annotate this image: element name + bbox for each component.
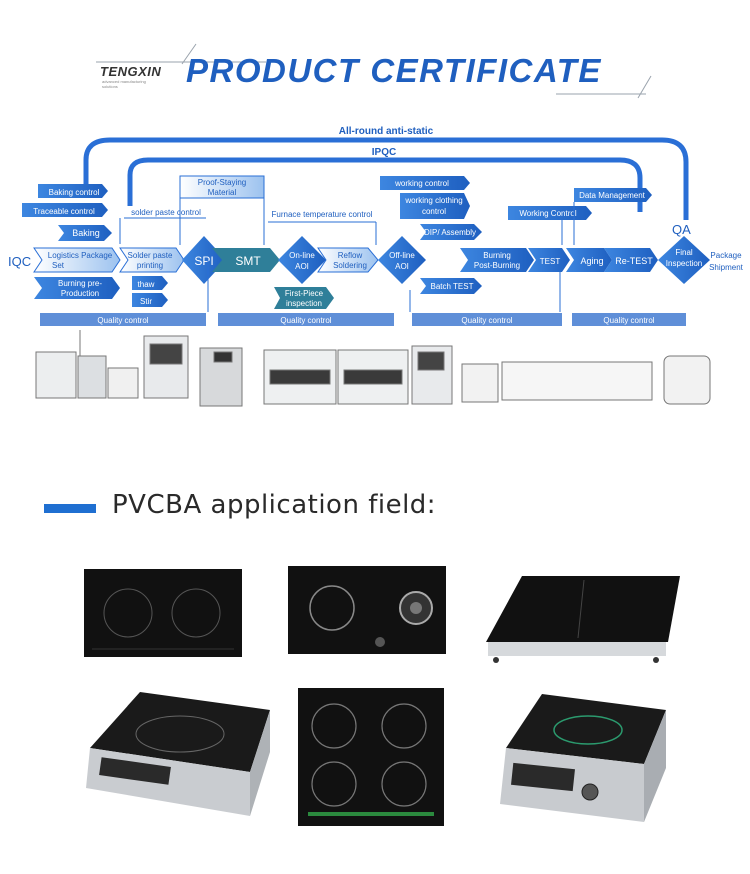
label-baking: Baking	[72, 228, 100, 238]
product-image-4	[86, 692, 270, 816]
ipqc-arc	[127, 157, 643, 212]
label-qc-1: Quality control	[97, 316, 148, 325]
label-iqc: IQC	[8, 254, 31, 269]
section-marker	[44, 504, 96, 513]
label-proof-2: Material	[208, 188, 237, 197]
label-test: TEST	[540, 257, 561, 266]
label-proof-1: Proof-Staying	[198, 178, 246, 187]
label-reflow-1: Reflow	[338, 251, 363, 260]
label-final-2: Inspection	[666, 259, 702, 268]
label-package-1: Package	[710, 251, 742, 260]
label-working-clothing-2: control	[422, 207, 446, 216]
label-working-control: working control	[394, 179, 449, 188]
label-burning-post-2: Post-Burning	[474, 261, 520, 270]
label-logistics-2: Set	[52, 261, 65, 270]
label-baking-control: Baking control	[49, 188, 100, 197]
label-offline-aoi-2: AOI	[395, 262, 409, 271]
all-round-arc	[83, 137, 689, 220]
brand-tagline: advanced manufacturing solutions	[102, 79, 146, 89]
label-first-piece-1: First-Piece	[285, 289, 324, 298]
process-flow-diagram: All-round anti-static IPQC IQC QA Baking…	[8, 126, 744, 407]
label-thaw: thaw	[138, 280, 155, 289]
page-title: PRODUCT CERTIFICATE	[186, 52, 602, 89]
label-online-aoi-2: AOI	[295, 262, 309, 271]
label-package-2: Shipment	[709, 263, 744, 272]
product-image-6	[500, 694, 666, 822]
label-online-aoi-1: On-line	[289, 251, 315, 260]
label-working-clothing-1: working clothing	[404, 196, 462, 205]
header-decoration	[96, 43, 652, 99]
label-aging: Aging	[580, 256, 603, 266]
label-retest: Re-TEST	[615, 256, 653, 266]
label-final-1: Final	[675, 248, 693, 257]
label-stir: Stir	[140, 297, 152, 306]
label-traceable-control: Traceable control	[33, 207, 95, 216]
label-batch-test: Batch TEST	[431, 282, 474, 291]
product-image-5	[298, 688, 444, 826]
smt-machine-line	[35, 330, 711, 407]
label-burning-pre-1: Burning pre-	[58, 279, 102, 288]
label-qa: QA	[672, 222, 691, 237]
label-burning-post-1: Burning	[483, 251, 511, 260]
label-first-piece-2: inspection	[286, 299, 322, 308]
label-solder-paste-2: printing	[137, 261, 163, 270]
label-spi: SPI	[194, 254, 213, 268]
label-smt: SMT	[235, 254, 261, 268]
label-data-management: Data Management	[579, 191, 646, 200]
label-furnace-control: Furnace temperature control	[272, 210, 373, 219]
label-logistics-1: Logistics Package	[48, 251, 113, 260]
label-reflow-2: Soldering	[333, 261, 367, 270]
label-offline-aoi-1: Off-line	[389, 251, 415, 260]
section-title: PVCBA application field:	[112, 490, 437, 520]
label-qc-4: Quality control	[603, 316, 654, 325]
product-image-2	[288, 566, 446, 654]
label-solder-paste-1: Solder paste	[128, 251, 173, 260]
label-qc-3: Quality control	[461, 316, 512, 325]
label-all-round: All-round anti-static	[339, 126, 434, 137]
label-solder-paste-control: solder paste control	[131, 208, 201, 217]
label-dip-assembly: DIP/ Assembly	[424, 228, 476, 237]
label-ipqc: IPQC	[372, 147, 396, 158]
product-image-1	[84, 569, 242, 657]
product-image-3	[486, 576, 680, 663]
brand-logo-text: TENGXIN	[100, 64, 162, 79]
label-qc-2: Quality control	[280, 316, 331, 325]
label-burning-pre-2: Production	[61, 289, 99, 298]
label-working-control-2: Working Control	[519, 209, 576, 218]
